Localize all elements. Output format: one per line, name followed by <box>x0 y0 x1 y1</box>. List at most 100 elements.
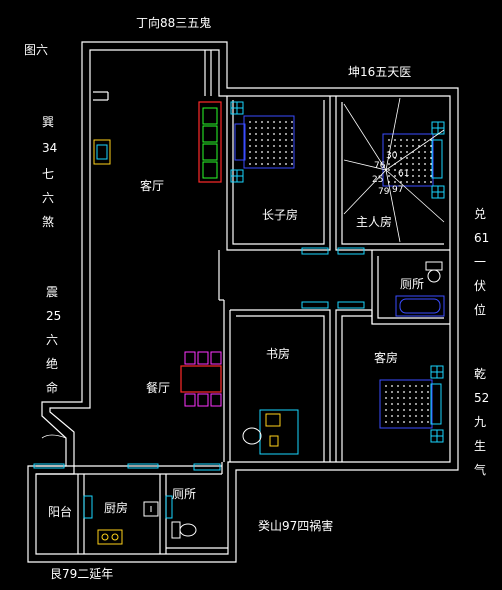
bed-dot <box>424 139 426 141</box>
bed-dot <box>397 385 399 387</box>
bed-dot <box>394 139 396 141</box>
door-swing <box>41 434 67 439</box>
bed-dot <box>421 421 423 423</box>
svg-text:乾: 乾 <box>474 367 486 381</box>
svg-text:25: 25 <box>46 309 61 323</box>
compass-number: 25 <box>372 175 383 185</box>
bed-dot <box>409 415 411 417</box>
bed-dot <box>385 391 387 393</box>
bed-dot <box>267 163 269 165</box>
bed-dot <box>394 169 396 171</box>
bed-dot <box>255 121 257 123</box>
bed-dot <box>418 151 420 153</box>
bed-dot <box>391 421 393 423</box>
bed-dot <box>427 397 429 399</box>
dining-table-icon <box>180 351 222 407</box>
bed-dot <box>397 397 399 399</box>
bed-dot <box>261 121 263 123</box>
bed-dot <box>427 403 429 405</box>
bed-dot <box>273 127 275 129</box>
bed-dot <box>421 391 423 393</box>
room-label-eldest: 长子房 <box>262 207 298 222</box>
bed-dot <box>415 421 417 423</box>
bed-dot <box>430 163 432 165</box>
bed-dot <box>415 409 417 411</box>
bed-dot <box>427 409 429 411</box>
bed-dot <box>279 163 281 165</box>
desk-icon <box>242 409 299 455</box>
bed-dot <box>279 145 281 147</box>
bed-dot <box>415 391 417 393</box>
bed-dot <box>249 151 251 153</box>
svg-text:34: 34 <box>42 141 57 155</box>
bed-dot <box>421 415 423 417</box>
bed-dot <box>406 181 408 183</box>
bed-dot <box>285 133 287 135</box>
bed-dot <box>385 421 387 423</box>
bed-dot <box>427 415 429 417</box>
bed-dot <box>430 175 432 177</box>
bed-dot <box>400 145 402 147</box>
bed-dot <box>412 163 414 165</box>
bed-dot <box>261 151 263 153</box>
bed-dot <box>279 157 281 159</box>
bed-dot <box>409 385 411 387</box>
bed-dot <box>412 145 414 147</box>
bed-dot <box>427 391 429 393</box>
bed-dot <box>388 139 390 141</box>
bed-dot <box>385 415 387 417</box>
bed-dot <box>412 175 414 177</box>
bed-dot <box>403 421 405 423</box>
direction-label-qian: 乾 52 九 生 气 <box>474 367 489 477</box>
direction-label-dui: 兑 61 一 伏 位 <box>474 207 489 317</box>
direction-label-top: 丁向88三五鬼 <box>136 15 211 30</box>
bed-dot <box>291 151 293 153</box>
bed-dot <box>391 397 393 399</box>
bed-dot <box>421 409 423 411</box>
bed-dot <box>285 145 287 147</box>
direction-label-zhen: 震 25 六 绝 命 <box>46 285 61 395</box>
bed-dot <box>421 397 423 399</box>
bed-dot <box>385 397 387 399</box>
bed-dot <box>273 133 275 135</box>
bed-dot <box>418 181 420 183</box>
bed-dot <box>397 421 399 423</box>
bed-dot <box>415 403 417 405</box>
bed-dot <box>391 415 393 417</box>
svg-text:六: 六 <box>42 191 54 205</box>
compass-number: 97 <box>392 185 403 195</box>
bed-dot <box>430 145 432 147</box>
bed-icon-master <box>382 121 445 199</box>
room-label-master: 主人房 <box>356 214 392 229</box>
bed-dot <box>394 175 396 177</box>
bed-dot <box>388 145 390 147</box>
bed-dot <box>421 403 423 405</box>
direction-label-kun: 坤16五天医 <box>348 64 411 79</box>
direction-label-xun: 巽 34 七 六 煞 <box>42 115 57 229</box>
bed-dot <box>430 169 432 171</box>
bed-dot <box>427 421 429 423</box>
svg-text:生: 生 <box>474 439 486 453</box>
bed-dot <box>255 139 257 141</box>
bed-dot <box>430 181 432 183</box>
room-label-kitchen: 厨房 <box>104 500 128 515</box>
bed-dot <box>406 157 408 159</box>
svg-text:伏: 伏 <box>474 279 486 293</box>
bed-dot <box>418 163 420 165</box>
bed-dot <box>397 415 399 417</box>
bed-dot <box>406 175 408 177</box>
bed-dot <box>249 145 251 147</box>
svg-text:61: 61 <box>474 231 489 245</box>
bed-dot <box>406 139 408 141</box>
bed-dot <box>394 151 396 153</box>
inner-partitions <box>36 96 450 554</box>
bed-dot <box>400 151 402 153</box>
bed-icon-guest <box>379 365 444 443</box>
bed-dot <box>291 145 293 147</box>
room-label-balcony: 阳台 <box>48 504 72 519</box>
bed-dot <box>273 139 275 141</box>
bed-dot <box>261 133 263 135</box>
bed-dot <box>406 151 408 153</box>
toilet-icon-right <box>425 261 443 283</box>
svg-text:气: 气 <box>474 462 486 477</box>
